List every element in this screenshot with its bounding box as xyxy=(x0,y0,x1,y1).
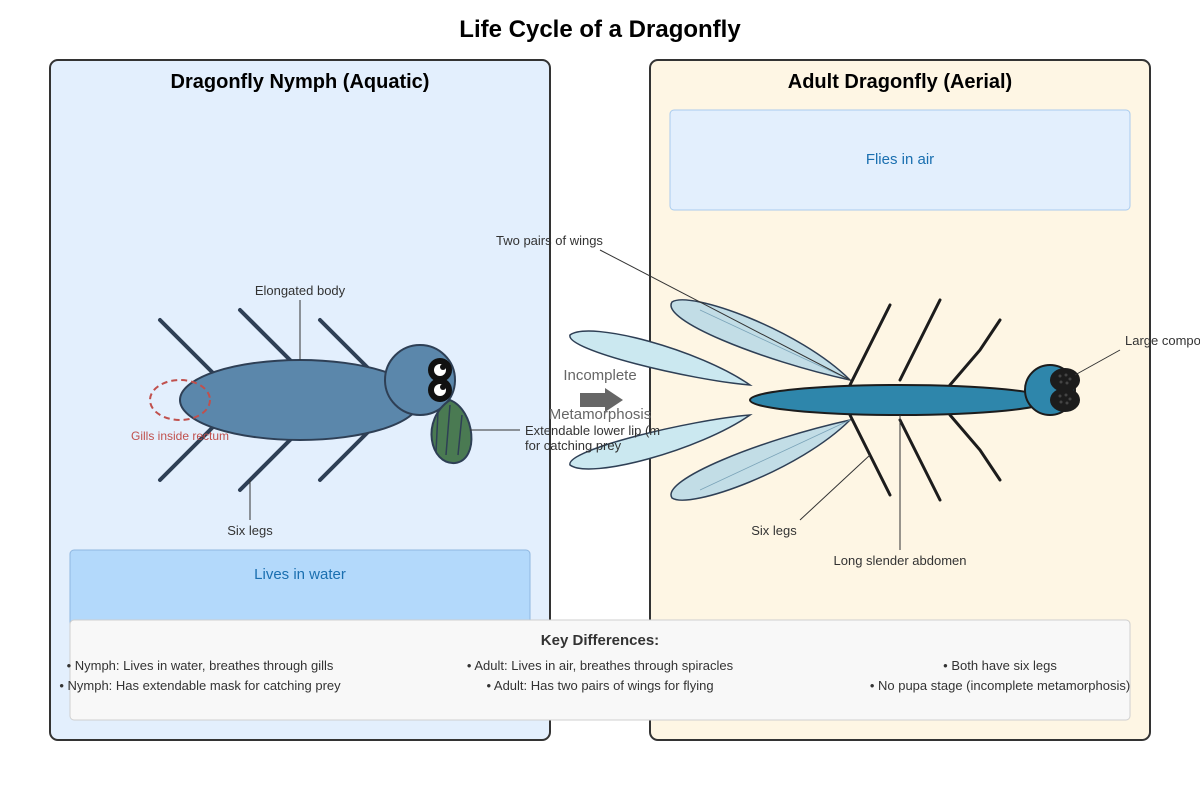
metamorphosis-label-line1: Incomplete xyxy=(563,367,637,384)
adult-habitat-box xyxy=(669,109,1131,211)
nymph-gills-label: Gills inside rectum xyxy=(130,429,230,443)
nymph-panel-title: Dragonfly Nymph (Aquatic) xyxy=(170,71,430,93)
nymph-lip-label-line2: for catching prey xyxy=(525,438,622,453)
key-diff-item: • Nymph: Has extendable mask for catchin… xyxy=(59,678,341,693)
adult-wings-label: Two pairs of wings xyxy=(496,233,603,248)
adult-habitat-label: Flies in air xyxy=(865,151,935,168)
key-diff-item: • Both have six legs xyxy=(943,658,1057,673)
metamorphosis-arrow-icon xyxy=(580,388,623,412)
nymph-illustration xyxy=(149,300,520,520)
diagram-title: Life Cycle of a Dragonfly xyxy=(459,16,741,43)
key-diff-item: • Adult: Has two pairs of wings for flyi… xyxy=(486,678,714,693)
key-diff-item: • Adult: Lives in air, breathes through … xyxy=(466,658,734,673)
adult-abdomen xyxy=(749,384,1051,416)
nymph-habitat-label: Lives in water xyxy=(254,566,346,583)
adult-legs-label: Six legs xyxy=(751,523,797,538)
key-diff-item: • Nymph: Lives in water, breathes throug… xyxy=(66,658,334,673)
compound-eye-icon xyxy=(1050,368,1080,392)
adult-illustration xyxy=(569,249,1121,550)
adult-panel-title: Adult Dragonfly (Aerial) xyxy=(787,71,1013,93)
adult-abdomen-label: Long slender abdomen xyxy=(833,553,967,568)
metamorphosis-label-line2: Metamorphosis xyxy=(548,406,652,423)
key-differences-box xyxy=(69,619,1131,721)
nymph-body xyxy=(179,359,421,441)
adult-eyes-label: Large compou xyxy=(1125,333,1200,348)
key-differences-title: Key Differences: xyxy=(540,632,660,649)
nymph-lip-label-line1: Extendable lower lip (m xyxy=(525,423,661,438)
adult-wings xyxy=(569,299,853,501)
compound-eye-icon xyxy=(1050,388,1080,412)
nymph-legs-label: Six legs xyxy=(227,523,273,538)
key-diff-item: • No pupa stage (incomplete metamorphosi… xyxy=(869,678,1131,693)
nymph-gills-marker xyxy=(149,379,211,421)
nymph-body-label: Elongated body xyxy=(254,283,346,298)
